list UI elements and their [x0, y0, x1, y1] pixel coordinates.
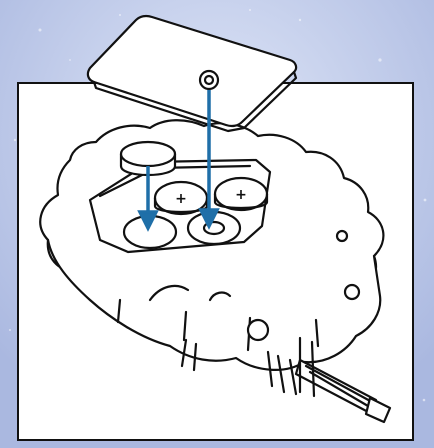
polarity-mark-1: + — [175, 191, 187, 207]
arrow-battery-head — [137, 210, 159, 232]
arrow-cover-head — [198, 208, 220, 230]
crown-end — [364, 396, 392, 424]
screw-detail — [343, 283, 361, 301]
movement-skirt — [46, 238, 382, 371]
battery-cover — [86, 14, 298, 128]
gear-detail — [246, 318, 270, 342]
pin-detail — [335, 229, 349, 243]
cover-screw — [198, 69, 220, 91]
polarity-mark-2: + — [235, 187, 247, 203]
